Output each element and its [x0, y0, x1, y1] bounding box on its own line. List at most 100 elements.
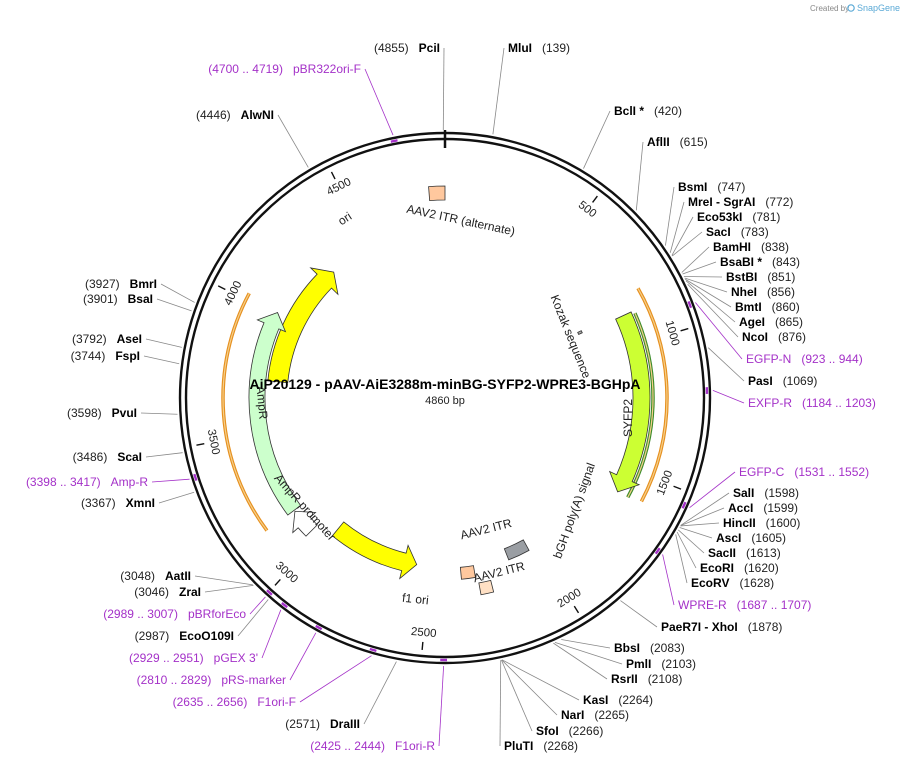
leader-draiii	[363, 661, 397, 725]
feature-label-aav2-itr-2: AAV2 ITR	[472, 559, 527, 585]
site-sacii: SacII(1613)	[708, 546, 781, 560]
backbone	[178, 130, 712, 665]
leader-aflii	[635, 141, 644, 211]
site-name: NheI	[731, 285, 757, 299]
site-name: PmlI	[626, 657, 651, 671]
site-aflii: AflII (615)	[647, 135, 708, 149]
site-xmni: (3367)XmnI	[81, 496, 155, 510]
site-name: F1ori-F	[257, 695, 296, 709]
primer-mark-amp-r	[193, 473, 198, 481]
site-position: (2987)	[135, 629, 170, 643]
site-name: EcoRV	[691, 576, 729, 590]
site-position: (1599)	[763, 501, 798, 515]
leader-pcii	[442, 47, 445, 131]
feature-ori	[267, 267, 339, 384]
site-asci: AscI (1605)	[716, 531, 786, 545]
site-bamhi: BamHI(838)	[713, 240, 789, 254]
site-position: (923 .. 944)	[801, 352, 862, 366]
site-alwni: (4446)AlwNI	[196, 108, 274, 122]
site-fspi: (3744)FspI	[71, 349, 140, 363]
tick-label: 3000	[273, 560, 300, 586]
site-position: (615)	[680, 135, 708, 149]
leader-rsrii	[553, 642, 608, 680]
site-name: AflII	[647, 135, 670, 149]
tick-mark	[274, 578, 281, 586]
site-position: (851)	[767, 270, 795, 284]
feature-aav2-itr-2	[459, 565, 476, 580]
site-position: (772)	[765, 195, 793, 209]
leader-ecori	[676, 531, 697, 569]
tick-mark	[673, 485, 682, 490]
site-position: (2266)	[569, 724, 604, 738]
snapgene-credit: Created by SnapGene	[810, 3, 900, 13]
feature-label-syfp2: SYFP2	[621, 399, 635, 437]
leader-bsai	[156, 298, 192, 312]
site-position: (2810 .. 2829)	[137, 673, 212, 687]
site-name: BbsI	[614, 641, 640, 655]
site-bmri: (3927)BmrI	[85, 277, 157, 291]
tick-label: 3500	[205, 428, 222, 455]
site-name: XmnI	[126, 496, 155, 510]
site-sali: SalI(1598)	[733, 486, 799, 500]
site-position: (838)	[761, 240, 789, 254]
site-name: MluI	[508, 41, 532, 55]
site-name: pGEX 3'	[214, 651, 258, 665]
leader-xmni	[158, 491, 195, 504]
site-name: EXFP-R	[748, 396, 792, 410]
leader-aatii	[194, 575, 254, 586]
site-wpre-r: WPRE-R(1687 .. 1707)	[678, 598, 811, 612]
site-name: EcoRI	[700, 561, 734, 575]
site-position: (2635 .. 2656)	[173, 695, 248, 709]
leader-nari	[501, 659, 558, 716]
feature-arrows	[248, 185, 651, 596]
site-aatii: (3048)AatII	[120, 569, 191, 583]
feature-syfp2	[608, 311, 651, 493]
feature-bgh-polya	[503, 539, 530, 561]
site-position: (3486)	[73, 450, 108, 464]
leader-eco53ki	[671, 216, 694, 256]
site-position: (2264)	[618, 693, 653, 707]
site-name: Amp-R	[111, 475, 149, 489]
tick-mark	[573, 605, 580, 614]
site-pbr322ori-f: (4700 .. 4719)pBR322ori-F	[208, 62, 361, 76]
site-hincii: HincII(1600)	[723, 516, 800, 530]
site-name: AscI	[716, 531, 741, 545]
leader-fspi	[143, 355, 180, 365]
tick-label: 500	[576, 199, 599, 220]
tick-mark	[217, 285, 226, 291]
site-asei: (3792)AseI	[72, 332, 142, 346]
feature-label-bgh-polya: bGH poly(A) signal	[550, 461, 598, 560]
site-pvui: (3598)PvuI	[67, 406, 137, 420]
primer-mark-f1ori-f	[369, 647, 377, 653]
site-agei: AgeI(865)	[739, 315, 803, 329]
leader-ncoi	[687, 283, 739, 338]
leader-kasi	[501, 659, 580, 701]
site-name: ScaI	[117, 450, 142, 464]
site-name: EGFP-C	[739, 465, 785, 479]
leader-egfp-c	[689, 471, 736, 508]
leader-agei	[685, 280, 736, 323]
site-exfp-r: EXFP-R(1184 .. 1203)	[748, 396, 876, 410]
site-position: (1605)	[751, 531, 786, 545]
site-name: AatII	[165, 569, 191, 583]
site-mlui: MluI(139)	[508, 41, 570, 55]
leader-paer7i-xhoi	[620, 600, 658, 628]
site-position: (3792)	[72, 332, 107, 346]
site-pcii: (4855)PciI	[374, 41, 440, 55]
primer-mark-egfp-c	[681, 501, 687, 509]
feature-label-f1-ori: f1 ori	[401, 591, 429, 608]
site-ecori: EcoRI(1620)	[700, 561, 779, 575]
feature-label-aav2-itr-alternate: AAV2 ITR (alternate)	[405, 202, 516, 239]
site-name: AlwNI	[241, 108, 274, 122]
site-bsabi: BsaBI *(843)	[720, 255, 800, 269]
site-position: (783)	[741, 225, 769, 239]
leader-wpre-r	[662, 554, 675, 606]
leader-pbrforeco	[249, 596, 266, 615]
site-position: (3744)	[71, 349, 106, 363]
site-ecoo109i: (2987)EcoO109I	[135, 629, 234, 643]
site-bbsi: BbsI(2083)	[614, 641, 685, 655]
site-f1ori-r: (2425 .. 2444)F1ori-R	[310, 739, 435, 753]
site-position: (1598)	[764, 486, 799, 500]
site-position: (3927)	[85, 277, 120, 291]
site-position: (1878)	[748, 620, 783, 634]
